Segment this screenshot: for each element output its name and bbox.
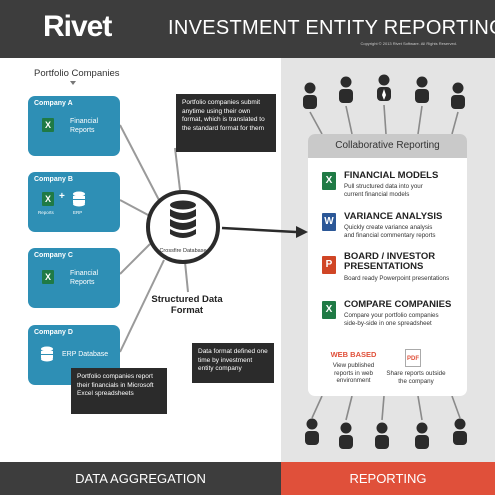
database-icon [170, 200, 196, 238]
people-icons-bottom [305, 418, 467, 449]
web-based-title: WEB BASED [330, 350, 377, 359]
company-doc-label: Financial Reports [70, 270, 99, 286]
company-name: Company A [34, 100, 73, 107]
rivet-logo: Rivet [43, 10, 112, 43]
header-bar: Rivet INVESTMENT ENTITY REPORTING Copyri… [0, 0, 495, 58]
item-desc: Pull structured data into your current f… [344, 183, 423, 198]
excel-icon: X [322, 172, 336, 190]
item-desc: Compare your portfolio companies side-by… [344, 312, 439, 327]
people-icons-top [303, 74, 465, 109]
excel-icon: X [42, 118, 54, 132]
flow-arrow [221, 226, 308, 238]
excel-icon: X [322, 301, 336, 319]
company-name: Company D [34, 329, 73, 336]
excel-icon: X [42, 270, 54, 284]
database-icon [41, 346, 53, 362]
database-icon [73, 191, 85, 207]
item-title: BOARD / INVESTOR PRESENTATIONS [344, 251, 436, 272]
item-desc: Quickly create variance analysis and fin… [344, 224, 436, 239]
company-doc-label: ERP Database [62, 351, 109, 358]
item-title: FINANCIAL MODELS [344, 170, 439, 181]
crossfire-database-node [146, 190, 220, 264]
company-name: Company C [34, 252, 73, 259]
caret-down-icon [70, 81, 76, 85]
reports-label: Reports [38, 210, 54, 215]
item-title: COMPARE COMPANIES [344, 299, 452, 310]
erp-label: ERP [73, 210, 83, 215]
company-b-card: Company B X + Reports ERP [28, 172, 120, 232]
tie-icon [382, 89, 386, 100]
company-c-card: Company C X Financial Reports [28, 248, 120, 308]
note-submit-anytime: Portfolio companies submit anytime using… [176, 94, 276, 152]
company-doc-label: Financial Reports [70, 118, 99, 134]
card-title: Collaborative Reporting [308, 134, 467, 158]
database-label: Crossfire Database [159, 248, 207, 254]
share-reports-desc: Share reports outside the company [386, 370, 446, 385]
powerpoint-icon: P [322, 256, 336, 274]
note-excel-spreadsheets: Portfolio companies report their financi… [71, 368, 167, 414]
item-desc: Board ready Powerpoint presentations [344, 275, 450, 282]
web-based-desc: View published reports in web environmen… [332, 362, 375, 384]
structured-data-format-label: Structured Data Format [151, 294, 223, 316]
copyright-text: Copyright © 2013 Rivet Software. All Rig… [360, 41, 457, 46]
data-aggregation-footer: DATA AGGREGATION [0, 462, 281, 495]
note-data-format: Data format defined one time by investme… [192, 343, 274, 383]
company-name: Company B [34, 176, 73, 183]
page-title: INVESTMENT ENTITY REPORTING [168, 17, 495, 39]
word-icon: W [322, 213, 336, 231]
collaborative-reporting-card: Collaborative Reporting X FINANCIAL MODE… [308, 134, 467, 396]
excel-icon: X [42, 192, 54, 206]
company-a-card: Company A X Financial Reports [28, 96, 120, 156]
portfolio-companies-heading: Portfolio Companies [34, 68, 120, 79]
plus-icon: + [59, 191, 65, 202]
reporting-footer: REPORTING [281, 462, 495, 495]
pdf-icon: PDF [405, 349, 421, 367]
item-title: VARIANCE ANALYSIS [344, 211, 443, 222]
